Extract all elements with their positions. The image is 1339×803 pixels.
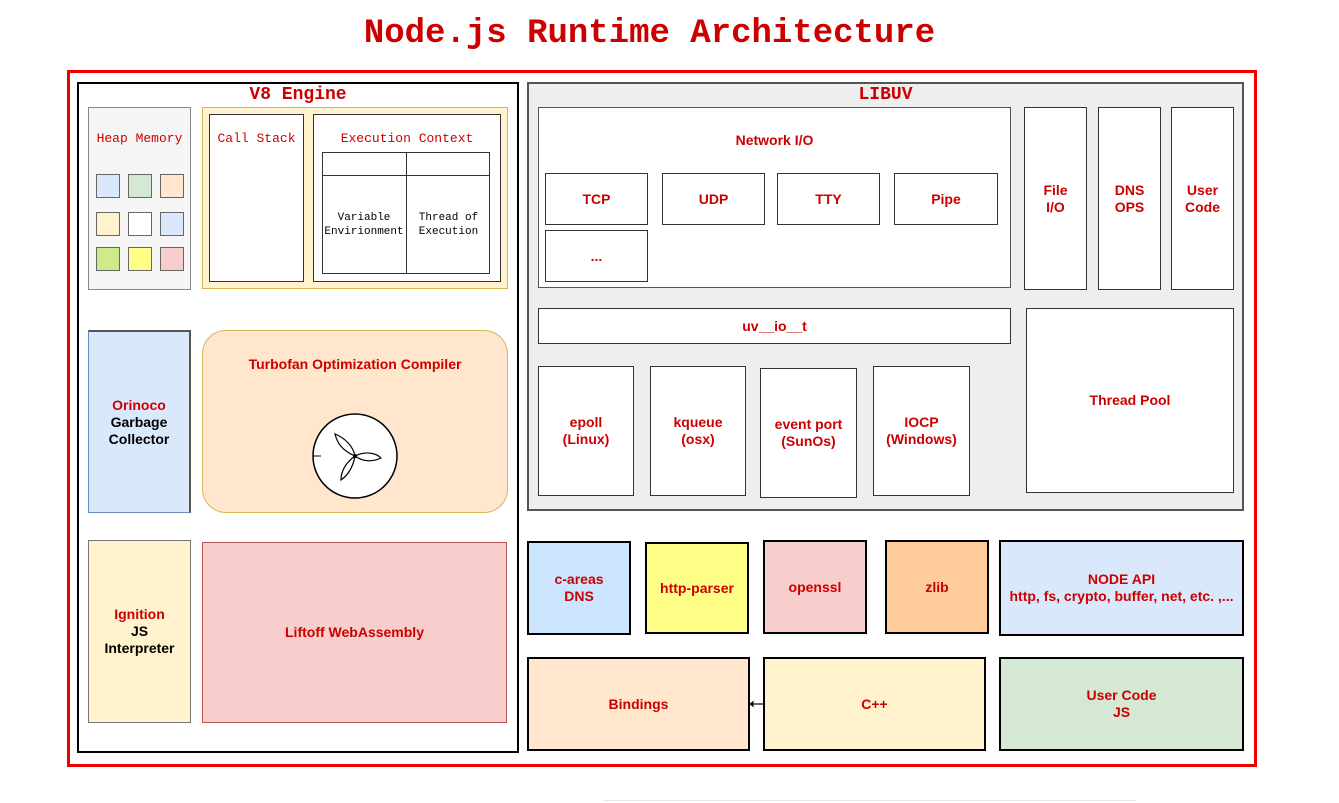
orinoco-gc-box: Orinoco Garbage Collector <box>88 330 191 513</box>
dns-ops-box: DNS OPS <box>1098 107 1161 290</box>
variable-environment-line2: Envirionment <box>324 226 404 238</box>
heap-swatch <box>128 247 152 271</box>
file-label: File <box>1043 181 1068 198</box>
orinoco-label: Orinoco <box>112 396 166 413</box>
thread-of-execution-line1: Thread of <box>418 212 479 224</box>
iocp-label: IOCP <box>904 414 939 430</box>
page-title: Node.js Runtime Architecture <box>363 15 936 53</box>
linux-label: (Linux) <box>562 431 610 447</box>
dns-label: DNS <box>1114 181 1145 198</box>
heap-swatch <box>160 247 184 271</box>
ops-label: OPS <box>1114 198 1145 215</box>
runtime-frame <box>67 70 1257 767</box>
ignition-box: Ignition JS Interpreter <box>88 540 191 723</box>
more-protocols-label: ... <box>590 247 603 264</box>
node-api-box: NODE API http, fs, crypto, buffer, net, … <box>999 540 1244 636</box>
openssl-box: openssl <box>763 540 867 634</box>
sunos-label: (SunOs) <box>781 433 836 449</box>
c-areas-dns-label: DNS <box>564 588 594 604</box>
garbage-label: Garbage <box>110 413 168 430</box>
openssl-label: openssl <box>788 578 842 595</box>
uv-io-t-label: uv__io__t <box>742 317 807 334</box>
heap-swatch <box>96 247 120 271</box>
heap-memory-label: Heap Memory <box>96 131 183 146</box>
cpp-to-bindings-arrow-icon <box>749 700 764 708</box>
ignition-label: Ignition <box>114 606 165 622</box>
thread-pool-label: Thread Pool <box>1089 392 1171 408</box>
file-io-box: File I/O <box>1024 107 1087 290</box>
zlib-box: zlib <box>885 540 989 634</box>
execution-context-label: Execution Context <box>340 131 474 146</box>
kqueue-label: kqueue <box>673 414 723 430</box>
pipe-box: Pipe <box>894 173 998 225</box>
tcp-box: TCP <box>545 173 648 225</box>
turbofan-fan-icon <box>312 413 398 499</box>
c-areas-box: c-areas DNS <box>527 541 631 635</box>
code-label: Code <box>1185 198 1220 215</box>
bindings-label: Bindings <box>608 695 669 712</box>
windows-label: (Windows) <box>886 431 957 447</box>
node-api-label: NODE API <box>1087 571 1156 587</box>
user-code-js-label: User Code <box>1086 687 1157 703</box>
user-code-js-lang-label: JS <box>1112 704 1131 720</box>
cpp-label: C++ <box>861 695 888 712</box>
osx-label: (osx) <box>681 431 715 447</box>
execution-context-box <box>313 114 501 282</box>
heap-swatch <box>160 174 184 198</box>
pipe-label: Pipe <box>931 190 961 207</box>
node-api-modules-label: http, fs, crypto, buffer, net, etc. ,... <box>1009 588 1234 604</box>
tty-box: TTY <box>777 173 880 225</box>
variable-environment-cell: Variable Envirionment <box>322 176 406 274</box>
interpreter-label: Interpreter <box>104 640 175 656</box>
io-label: I/O <box>1046 198 1065 215</box>
iocp-box: IOCP (Windows) <box>873 366 970 496</box>
udp-box: UDP <box>662 173 765 225</box>
epoll-box: epoll (Linux) <box>538 366 634 496</box>
event-port-box: event port (SunOs) <box>760 368 857 498</box>
variable-environment-line1: Variable <box>337 212 391 224</box>
thread-of-execution-cell: Thread of Execution <box>407 176 490 274</box>
heap-swatch <box>96 174 120 198</box>
liftoff-box: Liftoff WebAssembly <box>202 542 507 723</box>
tty-label: TTY <box>815 190 842 207</box>
cpp-box: C++ <box>763 657 986 751</box>
more-protocols-box: ... <box>545 230 648 282</box>
js-label: JS <box>130 623 149 639</box>
epoll-label: epoll <box>569 414 603 430</box>
udp-label: UDP <box>698 190 729 207</box>
collector-label: Collector <box>108 430 170 447</box>
liftoff-label: Liftoff WebAssembly <box>285 624 424 640</box>
heap-swatch <box>160 212 184 236</box>
http-parser-label: http-parser <box>660 579 734 596</box>
network-io-label: Network I/O <box>735 132 814 148</box>
thread-of-execution-line2: Execution <box>418 226 479 238</box>
user-code-box: User Code <box>1171 107 1234 290</box>
event-port-label: event port <box>774 416 843 432</box>
call-stack-label: Call Stack <box>217 131 296 146</box>
v8-engine-title: V8 Engine <box>249 85 347 105</box>
tcp-label: TCP <box>582 190 611 207</box>
call-stack-box <box>209 114 304 282</box>
zlib-label: zlib <box>925 578 949 595</box>
http-parser-box: http-parser <box>645 542 749 634</box>
thread-pool-box: Thread Pool <box>1026 308 1234 493</box>
turbofan-label: Turbofan Optimization Compiler <box>248 356 462 372</box>
bottom-divider <box>603 800 1136 801</box>
heap-swatch <box>128 174 152 198</box>
user-code-js-box: User Code JS <box>999 657 1244 751</box>
uv-io-t-box: uv__io__t <box>538 308 1011 344</box>
libuv-title: LIBUV <box>858 85 913 105</box>
kqueue-box: kqueue (osx) <box>650 366 746 496</box>
heap-swatch <box>128 212 152 236</box>
heap-swatch <box>96 212 120 236</box>
c-areas-label: c-areas <box>554 571 604 587</box>
bindings-box: Bindings <box>527 657 750 751</box>
user-label: User <box>1186 181 1219 198</box>
execution-context-divider-v <box>406 152 407 274</box>
